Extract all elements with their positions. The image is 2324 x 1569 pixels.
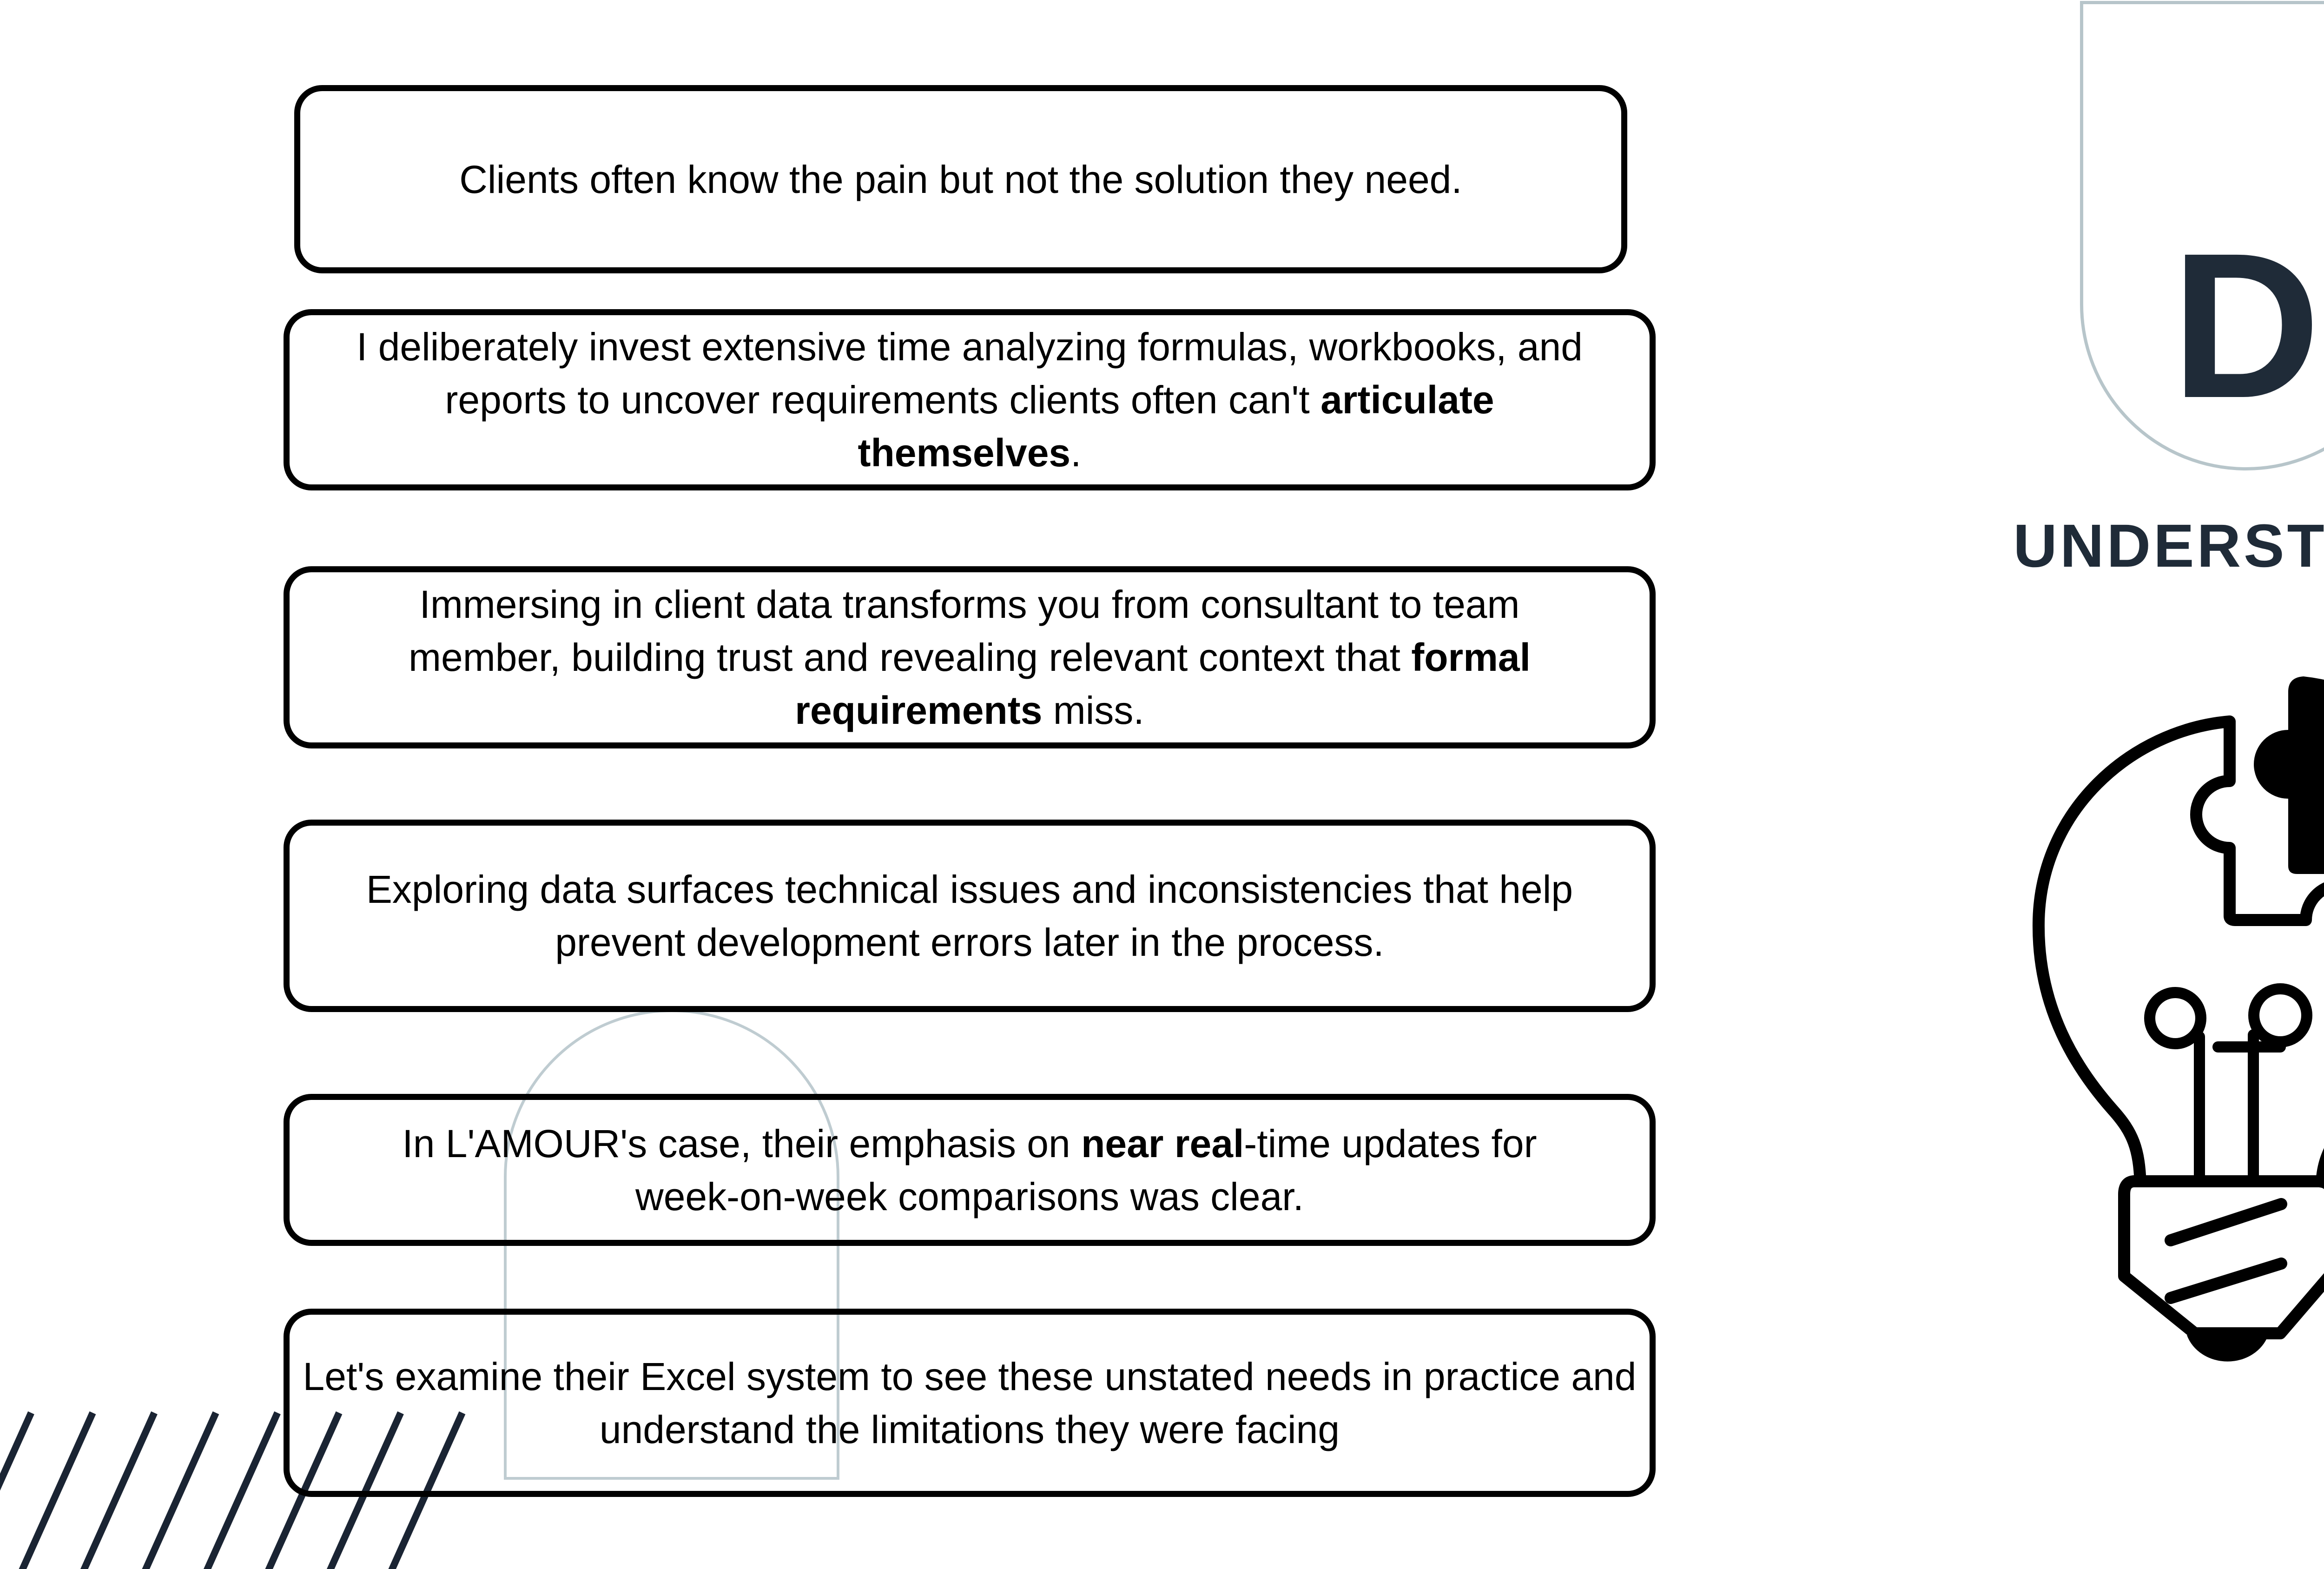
quote-box-2: I deliberately invest extensive time ana…: [284, 309, 1656, 490]
quote-box-1: Clients often know the pain but not the …: [294, 85, 1627, 273]
quote-line: Exploring data surfaces technical issues…: [366, 867, 1573, 911]
bulb-filament: [2144, 983, 2312, 1192]
badge-title: UNDERSTAND: [2013, 511, 2324, 580]
quote-line: requirements miss.: [795, 689, 1144, 732]
hatch-line: [142, 1411, 219, 1569]
quote-line: Let's examine their Excel system to see …: [303, 1354, 1637, 1398]
quote-box-5: In L'AMOUR's case, their emphasis on nea…: [284, 1094, 1656, 1246]
hatch-line: [0, 1411, 34, 1491]
bulb-outline: [2032, 715, 2324, 1192]
quote-line: Immersing in client data transforms you …: [419, 583, 1520, 626]
quote-line: Clients often know the pain but not the …: [459, 157, 1462, 201]
quote-box-3: Immersing in client data transforms you …: [284, 566, 1656, 748]
quote-box-6: Let's examine their Excel system to see …: [284, 1309, 1656, 1497]
quote-line: In L'AMOUR's case, their emphasis on nea…: [402, 1121, 1537, 1165]
bulb-base-threads: [2165, 1198, 2287, 1304]
quote-line: week-on-week comparisons was clear.: [635, 1174, 1304, 1218]
lightbulb-puzzle-icon: [2032, 676, 2324, 1362]
quote-line: I deliberately invest extensive time ana…: [357, 325, 1583, 369]
hatch-line: [80, 1411, 158, 1569]
quote-box-4: Exploring data surfaces technical issues…: [284, 820, 1656, 1012]
diagonal-hatch: [0, 1411, 466, 1569]
quote-line: reports to uncover requirements clients …: [445, 378, 1494, 422]
hatch-line: [19, 1411, 96, 1569]
quote-line: understand the limitations they were fac…: [599, 1407, 1340, 1451]
quote-line: themselves.: [858, 431, 1082, 475]
hatch-line: [265, 1411, 343, 1569]
badge-letter: D: [2171, 210, 2321, 441]
puzzle-piece-icon: [2254, 676, 2324, 874]
bulb-base: [2118, 1175, 2324, 1339]
quote-line: prevent development errors later in the …: [555, 920, 1384, 964]
quote-line: member, building trust and revealing rel…: [409, 636, 1531, 679]
bulb-tip: [2187, 1335, 2268, 1362]
hatch-line: [203, 1411, 281, 1569]
